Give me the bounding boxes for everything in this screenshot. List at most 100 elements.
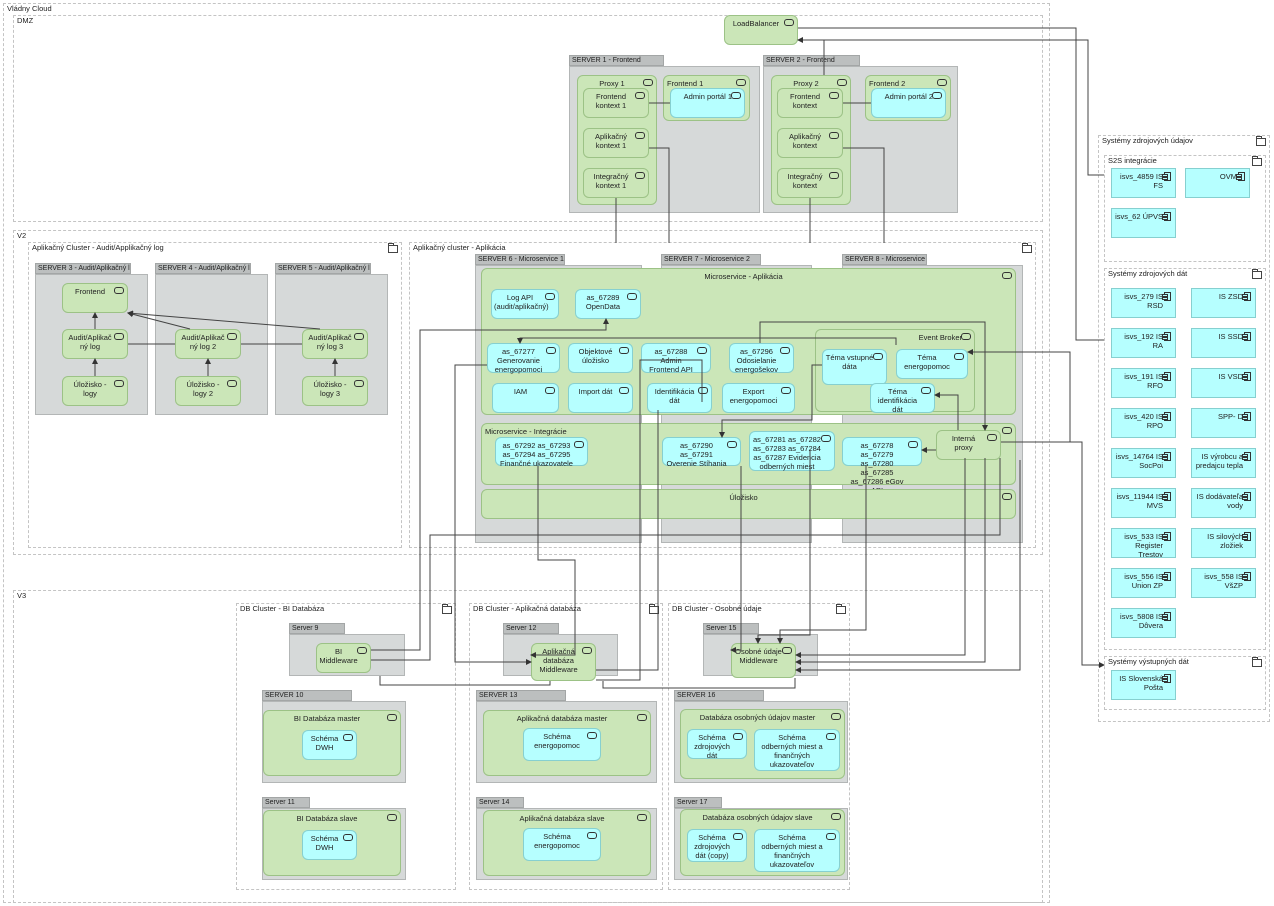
application-service-ap2[interactable]: Admin portál 2 [871, 88, 946, 118]
application-service-opendata[interactable]: as_67289 OpenData [575, 289, 641, 319]
server-tab-s10: SERVER 10 [262, 690, 352, 701]
application-service-ap1[interactable]: Admin portál 1 [670, 88, 745, 118]
technology-node-osmw[interactable]: Osobné údaje Middleware [731, 643, 796, 678]
application-component-union[interactable]: isvs_556 IS Union ZP [1111, 568, 1176, 598]
application-component-ssd[interactable]: IS SSD [1191, 328, 1256, 358]
application-service-sz2[interactable]: Schéma zdrojových dát (copy) [687, 829, 747, 862]
technology-node-adbs[interactable]: Aplikačná databáza slave [483, 810, 651, 876]
application-service-t_id[interactable]: Téma identifikácia dát [870, 383, 935, 414]
application-service-se1[interactable]: Schéma energopomoc [523, 728, 601, 761]
application-service-dwh1[interactable]: Schéma DWH [302, 730, 357, 760]
application-service-dwh2[interactable]: Schéma DWH [302, 830, 357, 860]
technology-node-log3[interactable]: Audit/Aplikač ný log 3 [302, 329, 368, 359]
application-component-socpoi[interactable]: isvs_14764 IS SocPoi [1111, 448, 1176, 478]
application-component-icon [1242, 332, 1251, 341]
technology-node-bimw[interactable]: BI Middleware [316, 643, 371, 673]
node-label: isvs_14764 IS SocPoi [1115, 452, 1163, 470]
application-component-dovera[interactable]: isvs_5808 IS Dôvera [1111, 608, 1176, 638]
application-component-tepla[interactable]: IS výrobcu a predajcu tepla [1191, 448, 1256, 478]
application-component-posta[interactable]: IS Slovenská Pošta [1111, 670, 1176, 700]
application-service-ident[interactable]: Identifikácia dát [647, 383, 712, 413]
application-component-fs[interactable]: isvs_4859 IS FS [1111, 168, 1176, 198]
technology-node-fe3[interactable]: Frontend [62, 283, 128, 313]
node-label: isvs_4859 IS FS [1120, 172, 1163, 190]
application-service-so1[interactable]: Schéma odberných miest a finančných ukaz… [754, 729, 840, 771]
application-component-silovych[interactable]: IS silových zložiek [1191, 528, 1256, 558]
connector-line [795, 458, 986, 665]
connector-line [379, 676, 551, 686]
application-service-export[interactable]: Export energopomoci [722, 383, 795, 413]
technology-node-lb[interactable]: LoadBalancer [724, 15, 798, 45]
application-component-sppd[interactable]: SPP- D [1191, 408, 1256, 438]
application-component-rfo[interactable]: isvs_191 IS RFO [1111, 368, 1176, 398]
server-tab-s4: SERVER 4 - Audit/Aplikačný log [155, 263, 251, 274]
service-icon [837, 79, 847, 86]
application-service-logapi[interactable]: Log API (audit/aplikačný) [491, 289, 559, 319]
application-component-mvs[interactable]: isvs_11944 IS MVS [1111, 488, 1176, 518]
service-icon [546, 347, 556, 354]
service-icon [932, 92, 942, 99]
group-szd[interactable]: Systémy zdrojových dát [1104, 268, 1266, 650]
application-service-t_en[interactable]: Téma energopomoc [896, 349, 968, 379]
application-service-fin[interactable]: as_67292 as_67293 as_67294 as_67295 Fina… [495, 437, 588, 468]
application-component-rpo[interactable]: isvs_420 IS RPO [1111, 408, 1176, 438]
group-label: S2S integrácie [1108, 156, 1157, 165]
technology-node-log2[interactable]: Audit/Aplikač ný log 2 [175, 329, 241, 359]
technology-node-uloz[interactable]: Úložisko [481, 489, 1016, 519]
group-s2s[interactable]: S2S integrácie [1104, 155, 1266, 262]
node-label: Microservice - Aplikácia [704, 272, 783, 281]
application-service-obj[interactable]: Objektové úložisko [568, 343, 633, 373]
application-service-gen[interactable]: as_67277 Generovanie energopomoci [487, 343, 560, 374]
application-component-trestov[interactable]: isvs_533 IS Register Trestov [1111, 528, 1176, 559]
application-component-icon [1242, 452, 1251, 461]
group-v2[interactable]: V2 [13, 230, 1043, 555]
application-service-iam[interactable]: IAM [492, 383, 559, 413]
application-service-so2[interactable]: Schéma odberných miest a finančných ukaz… [754, 829, 840, 872]
technology-node-ak2[interactable]: Aplikačný kontext [777, 128, 843, 158]
service-icon [357, 647, 367, 654]
group-db_os[interactable]: DB Cluster - Osobné údaje [668, 603, 850, 890]
technology-node-adbmw[interactable]: Aplikačná databáza Middleware [531, 643, 596, 681]
application-component-rsd[interactable]: isvs_279 IS RSD [1111, 288, 1176, 318]
group-label: Aplikačný Cluster - Audit/Applikačný log [32, 243, 164, 252]
group-v3[interactable]: V3 [13, 590, 1043, 903]
application-component-vszp[interactable]: isvs_558 IS VšZP [1191, 568, 1256, 598]
application-service-egov[interactable]: as_67278 as_67279 as_67280 as_67285 as_6… [842, 437, 922, 495]
technology-node-ik2[interactable]: Integračný kontext [777, 168, 843, 198]
application-service-sz1[interactable]: Schéma zdrojových dát [687, 729, 747, 760]
connector-line [127, 310, 321, 330]
application-component-upvs[interactable]: isvs_62 ÚPVS [1111, 208, 1176, 238]
technology-node-st1[interactable]: Úložisko - logy [62, 376, 128, 406]
application-service-se2[interactable]: Schéma energopomoc [523, 828, 601, 861]
group-svd[interactable]: Systémy výstupných dát [1104, 656, 1266, 710]
service-icon [1002, 493, 1012, 500]
technology-node-ak1[interactable]: Aplikačný kontext 1 [583, 128, 649, 158]
node-label: Interná proxy [951, 434, 976, 452]
application-service-odos[interactable]: as_67296 Odosielanie energošekov [729, 343, 794, 374]
technology-node-st2[interactable]: Úložisko - logy 2 [175, 376, 241, 406]
service-icon [627, 293, 637, 300]
application-service-evid[interactable]: as_67281 as_67282 as_67283 as_67284 as_6… [749, 431, 835, 471]
connector-line [530, 466, 576, 658]
application-component-zsd[interactable]: IS ZSD [1191, 288, 1256, 318]
group-cl_app[interactable]: Aplikačný cluster - Aplikácia [409, 242, 1036, 548]
group-db_app[interactable]: DB Cluster - Aplikačná databáza [469, 603, 663, 890]
application-component-ra[interactable]: isvs_192 IS RA [1111, 328, 1176, 358]
group-cl_audit[interactable]: Aplikačný Cluster - Audit/Applikačný log [28, 242, 402, 548]
technology-node-st3[interactable]: Úložisko - logy 3 [302, 376, 368, 406]
application-service-t_vst[interactable]: Téma vstupné dáta [822, 349, 887, 385]
application-component-ovm[interactable]: OVM [1185, 168, 1250, 198]
group-db_bi[interactable]: DB Cluster - BI Databáza [236, 603, 456, 890]
application-component-vsd[interactable]: IS VSD [1191, 368, 1256, 398]
application-component-vody[interactable]: IS dodávateľa vody [1191, 488, 1256, 518]
technology-node-ik1[interactable]: Integračný kontext 1 [583, 168, 649, 198]
group-dmz[interactable]: DMZ [13, 15, 1043, 222]
group-sz[interactable]: Systémy zdrojových údajov [1098, 135, 1270, 722]
application-component-icon [1162, 212, 1171, 221]
technology-node-fk2[interactable]: Frontend kontext [777, 88, 843, 118]
application-service-over[interactable]: as_67290 as_67291 Overenie Stíhania [662, 437, 741, 468]
application-service-import[interactable]: Import dát [568, 383, 633, 413]
technology-node-fk1[interactable]: Frontend kontext 1 [583, 88, 649, 118]
technology-node-iproxy[interactable]: Interná proxy [936, 430, 1001, 460]
technology-node-log1[interactable]: Audit/Aplikač ný log [62, 329, 128, 359]
